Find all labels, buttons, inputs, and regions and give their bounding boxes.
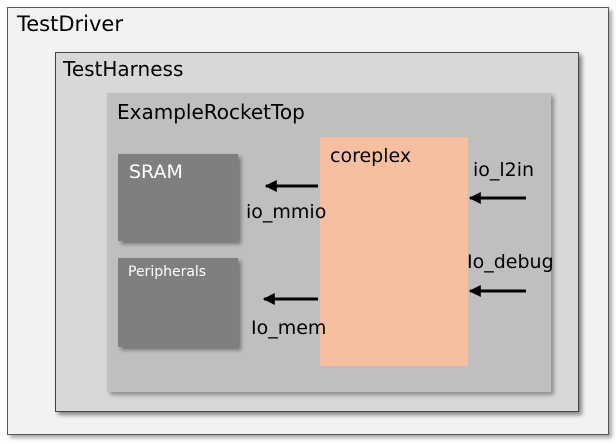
sram-label: SRAM	[129, 161, 183, 183]
peripherals-label: Peripherals	[128, 264, 207, 280]
coreplex-block	[320, 137, 468, 366]
io-mem-label: Io_mem	[251, 317, 327, 339]
io-mmio-label: io_mmio	[246, 201, 327, 223]
test-harness-label: TestHarness	[63, 57, 184, 81]
sram-block	[118, 154, 238, 241]
io-debug-label: Io_debug	[467, 251, 554, 273]
peripherals-block	[118, 258, 238, 347]
example-rocket-top-label: ExampleRocketTop	[117, 100, 305, 124]
test-driver-label: TestDriver	[17, 12, 123, 36]
coreplex-label: coreplex	[330, 145, 412, 167]
io-l2in-label: io_l2in	[473, 159, 535, 181]
